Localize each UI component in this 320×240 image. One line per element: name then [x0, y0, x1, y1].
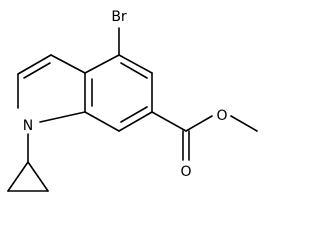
- bond-ester-o-methyl: [230, 115, 258, 132]
- bromine-label: Br: [111, 9, 127, 25]
- bond-c7-c7a: [84, 111, 120, 132]
- bond-c4-c5: [118, 54, 153, 74]
- bond-c2-c3-double: [23, 62, 51, 79]
- molecule-diagram: Br N O O: [7, 9, 258, 192]
- bond-c4-c5-double: [120, 62, 148, 79]
- nitrogen-label: N: [23, 118, 33, 134]
- carbonyl-oxygen-label: O: [180, 164, 191, 180]
- ester-oxygen-label: O: [216, 108, 227, 124]
- bond-c3a-c4: [84, 54, 120, 74]
- bond-c6-c7-double: [120, 106, 148, 123]
- bond-carbonyl-ester-o: [185, 115, 213, 132]
- structure-drawing: Br N O O: [7, 9, 258, 192]
- cyclopropyl-bond-1: [7, 161, 29, 192]
- bond-c2-c3: [17, 54, 52, 75]
- cyclopropyl-bond-3: [27, 161, 49, 192]
- bond-c6-carbonyl: [151, 111, 187, 132]
- bond-c7a-n1: [39, 111, 86, 123]
- bond-c6-c7: [118, 111, 153, 132]
- bond-c3-c3a: [50, 54, 86, 74]
